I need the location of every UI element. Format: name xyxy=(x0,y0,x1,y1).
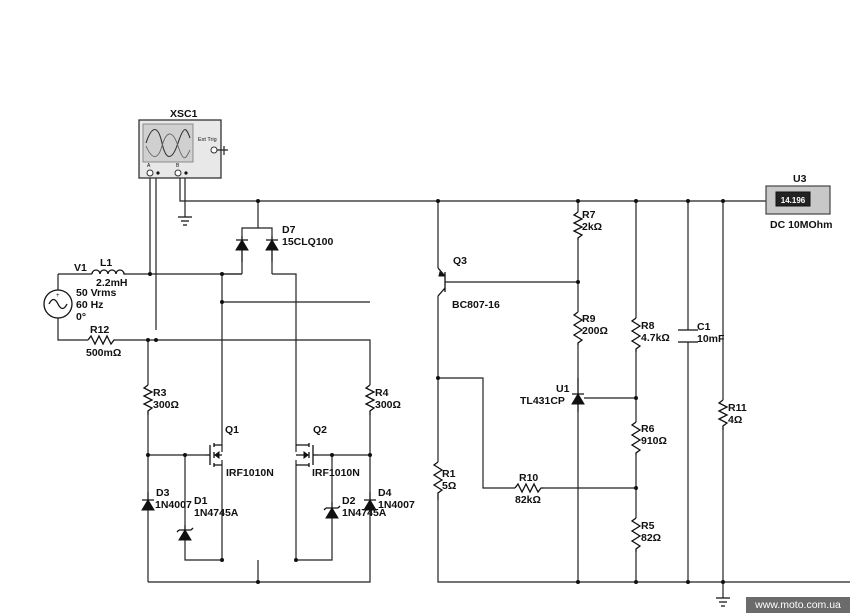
svg-text:15CLQ100: 15CLQ100 xyxy=(282,236,334,248)
source-v1[interactable]: + V1 50 Vrms 60 Hz 0° xyxy=(43,262,116,323)
resistor-r8[interactable]: R8 4.7kΩ xyxy=(630,317,670,352)
channel-a-terminal[interactable] xyxy=(146,169,154,177)
multimeter-reading: 14.196 xyxy=(781,196,806,205)
svg-text:R1: R1 xyxy=(442,468,456,480)
zener-d1[interactable]: D1 1N4745A xyxy=(176,495,239,541)
oscilloscope-xsc1[interactable]: XSC1 Ext Trig A B xyxy=(138,108,228,179)
svg-text:D4: D4 xyxy=(378,487,392,499)
svg-text:1N4007: 1N4007 xyxy=(378,499,415,511)
svg-text:0°: 0° xyxy=(76,311,86,323)
svg-text:R12: R12 xyxy=(90,324,109,336)
svg-text:D1: D1 xyxy=(194,495,208,507)
xsc1-label: XSC1 xyxy=(170,108,198,120)
svg-text:1N4007: 1N4007 xyxy=(155,499,192,511)
svg-text:D3: D3 xyxy=(156,487,170,499)
svg-text:IRF1010N: IRF1010N xyxy=(226,467,274,479)
svg-text:BC807-16: BC807-16 xyxy=(452,299,500,311)
svg-text:300Ω: 300Ω xyxy=(153,399,179,411)
svg-text:U1: U1 xyxy=(556,383,570,395)
zener-d2[interactable]: D2 1N4745A xyxy=(323,495,387,519)
svg-text:V1: V1 xyxy=(74,262,87,274)
svg-text:IRF1010N: IRF1010N xyxy=(312,467,360,479)
ground-symbol xyxy=(178,215,192,226)
svg-text:2.2mH: 2.2mH xyxy=(96,277,128,289)
ac-source-icon xyxy=(48,298,68,310)
resistor-r7[interactable]: R7 2kΩ xyxy=(572,209,602,240)
waveform-icon xyxy=(145,128,191,158)
diode-d7[interactable]: D7 15CLQ100 xyxy=(235,224,334,262)
svg-text:C1: C1 xyxy=(697,321,711,333)
svg-text:2kΩ: 2kΩ xyxy=(582,221,602,233)
wires xyxy=(57,178,850,598)
svg-text:+: + xyxy=(56,293,60,299)
mosfet-q1[interactable]: Q1 IRF1010N xyxy=(205,424,274,479)
svg-text:R11: R11 xyxy=(728,402,747,414)
svg-text:R6: R6 xyxy=(641,423,655,435)
junctions xyxy=(146,199,725,584)
resistor-r1[interactable]: R1 5Ω xyxy=(432,461,456,500)
svg-text:1N4745A: 1N4745A xyxy=(194,507,239,519)
resistor-r3[interactable]: R3 300Ω xyxy=(142,384,179,415)
u3-label: U3 xyxy=(793,173,807,185)
svg-text:R9: R9 xyxy=(582,313,596,325)
ground-symbol-output xyxy=(716,597,730,607)
resistor-r5[interactable]: R5 82Ω xyxy=(630,517,661,552)
svg-text:Q2: Q2 xyxy=(313,424,327,436)
svg-text:R8: R8 xyxy=(641,320,655,332)
capacitor-c1[interactable]: C1 10mF xyxy=(678,321,725,345)
svg-text:R3: R3 xyxy=(153,387,167,399)
svg-text:TL431CP: TL431CP xyxy=(520,395,565,407)
resistor-r11[interactable]: R11 4Ω xyxy=(717,399,747,430)
channel-b-terminal[interactable] xyxy=(174,169,182,177)
svg-text:200Ω: 200Ω xyxy=(582,325,608,337)
resistor-r10[interactable]: R10 82kΩ xyxy=(514,472,544,506)
svg-text:82Ω: 82Ω xyxy=(641,532,661,544)
multimeter-display xyxy=(775,191,811,207)
svg-text:910Ω: 910Ω xyxy=(641,435,667,447)
svg-text:R4: R4 xyxy=(375,387,389,399)
diode-d3[interactable]: D3 1N4007 xyxy=(141,487,192,511)
inductor-l1[interactable]: L1 2.2mH xyxy=(91,257,128,289)
resistor-r9[interactable]: R9 200Ω xyxy=(572,311,608,345)
svg-text:60 Hz: 60 Hz xyxy=(76,299,103,311)
svg-text:4Ω: 4Ω xyxy=(728,414,742,426)
ext-trig-label: Ext Trig xyxy=(198,137,217,143)
svg-text:L1: L1 xyxy=(100,257,112,269)
svg-text:82kΩ: 82kΩ xyxy=(515,494,541,506)
svg-text:D7: D7 xyxy=(282,224,296,236)
svg-text:500mΩ: 500mΩ xyxy=(86,347,121,359)
mosfet-q2[interactable]: Q2 IRF1010N xyxy=(296,424,360,479)
regulator-u1[interactable]: U1 TL431CP xyxy=(520,378,585,412)
diode-d4[interactable]: D4 1N4007 xyxy=(363,487,415,511)
svg-text:10mF: 10mF xyxy=(697,333,725,345)
svg-text:R7: R7 xyxy=(582,209,596,221)
resistor-r12[interactable]: R12 500mΩ xyxy=(86,324,121,359)
svg-text:Q1: Q1 xyxy=(225,424,239,436)
multimeter-u3[interactable]: U3 14.196 DC 10MOhm xyxy=(765,173,832,231)
svg-text:5Ω: 5Ω xyxy=(442,480,456,492)
svg-text:D2: D2 xyxy=(342,495,356,507)
channel-b-label: B xyxy=(176,163,180,169)
channel-a-label: A xyxy=(147,163,151,169)
resistor-r6[interactable]: R6 910Ω xyxy=(630,421,667,455)
svg-text:R10: R10 xyxy=(519,472,538,484)
multimeter-mode: DC 10MOhm xyxy=(770,219,832,231)
site-watermark: www.moto.com.ua xyxy=(746,597,850,613)
svg-text:300Ω: 300Ω xyxy=(375,399,401,411)
svg-text:4.7kΩ: 4.7kΩ xyxy=(641,332,670,344)
resistor-r4[interactable]: R4 300Ω xyxy=(364,384,401,415)
svg-text:Q3: Q3 xyxy=(453,255,467,267)
svg-text:50 Vrms: 50 Vrms xyxy=(76,287,116,299)
svg-text:R5: R5 xyxy=(641,520,655,532)
transistor-q3[interactable]: Q3 BC807-16 xyxy=(437,255,500,311)
